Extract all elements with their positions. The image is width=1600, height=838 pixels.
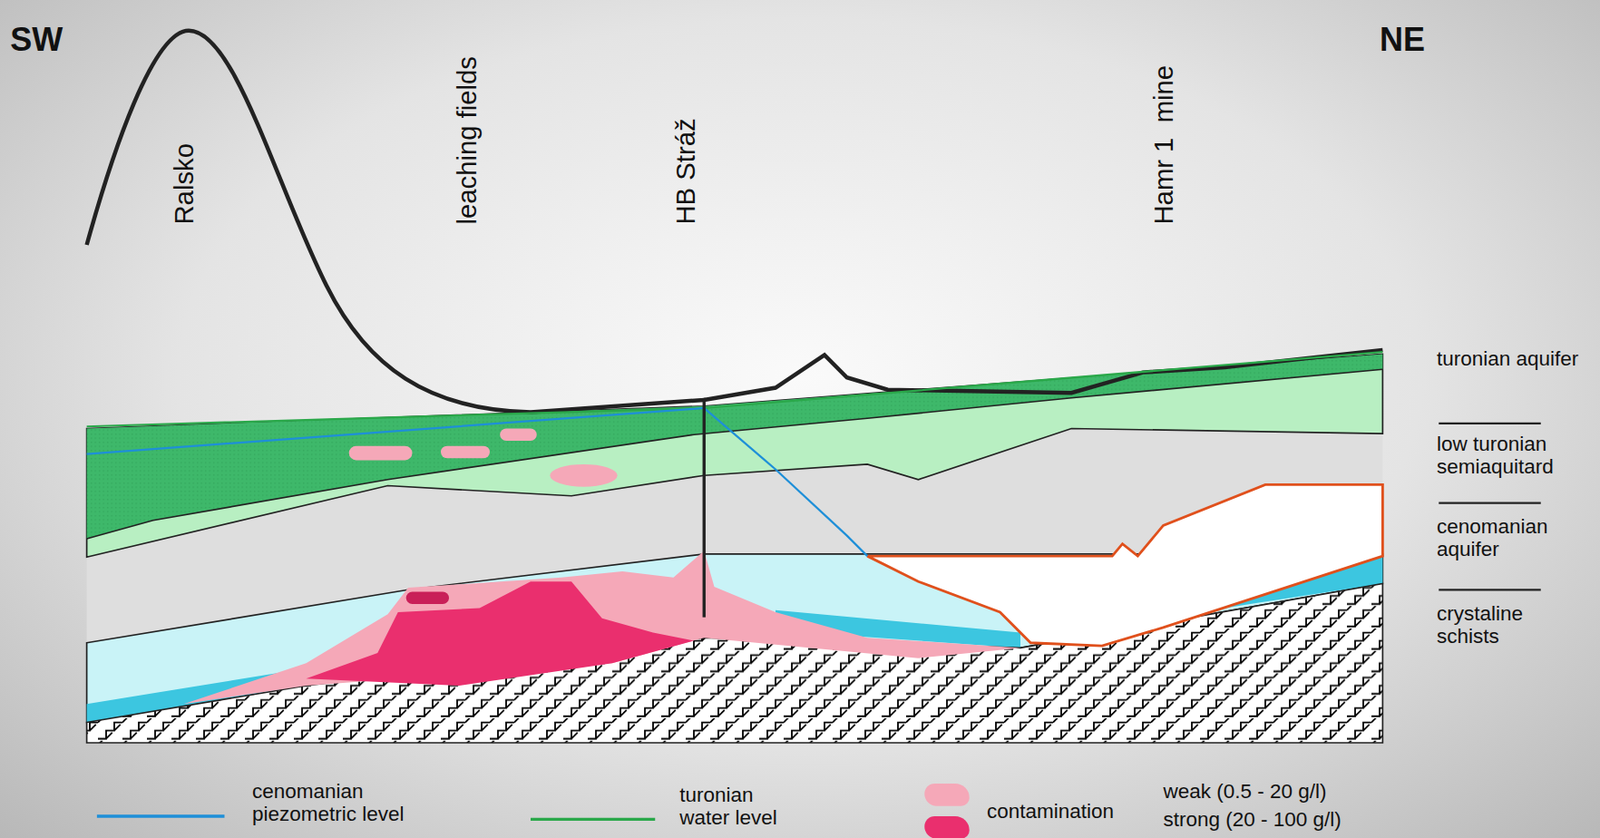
direction-label: SW <box>9 22 63 59</box>
location-label: Hamr 1 mine <box>1148 65 1178 225</box>
legend-text: cenomanian piezometric level <box>252 780 447 826</box>
legend-text: strong (20 - 100 g/l) <box>1163 808 1342 831</box>
layer-label: cenomanian aquifer <box>1436 515 1581 561</box>
legend-text: weak (0.5 - 20 g/l) <box>1163 780 1327 803</box>
layer-label: turonian aquifer <box>1436 347 1581 371</box>
location-label: Ralsko <box>168 143 198 225</box>
layer-label: crystaline schists <box>1436 602 1581 648</box>
layer-label: low turonian semiaquitard <box>1436 432 1581 479</box>
location-label: leaching fields <box>452 56 482 225</box>
direction-label: NE <box>1379 22 1425 59</box>
layer-label: contamination <box>986 800 1114 823</box>
legend-text: turonian water level <box>679 783 802 830</box>
legend-swatch <box>924 816 970 838</box>
legend-swatch <box>924 783 970 807</box>
location-label: HB Stráž <box>671 117 701 225</box>
